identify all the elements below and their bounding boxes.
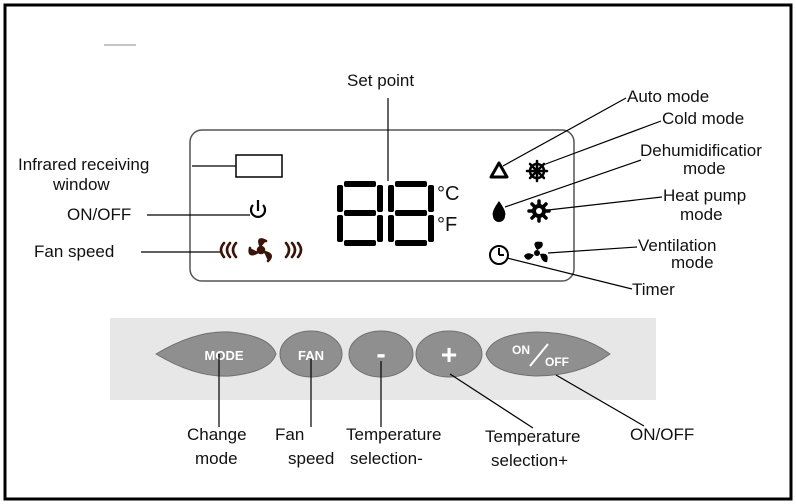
onoff-button[interactable]: ON OFF: [485, 331, 611, 377]
label-set-point: Set point: [347, 71, 415, 90]
label-change-mode-line2: mode: [195, 449, 238, 468]
fan-speed-icon: [219, 238, 303, 263]
label-fan-speed: Fan speed: [34, 242, 115, 261]
label-heat-pump-line1: Heat pump: [663, 186, 747, 205]
label-onoff-button: ON/OFF: [630, 425, 695, 444]
leader-temp-plus: [449, 373, 534, 429]
label-infrared-line2: window: [53, 175, 110, 194]
mode-button-label: MODE: [205, 348, 244, 363]
label-infrared-line1: Infrared receiving: [18, 155, 150, 174]
outer-frame: [3, 3, 793, 501]
label-change-mode-line1: Change: [187, 425, 247, 444]
digit-1: [337, 181, 383, 246]
label-temp-plus-line1: Temperature: [485, 427, 581, 446]
label-timer: Timer: [632, 280, 675, 299]
leader-ventilation: [547, 246, 638, 254]
label-heat-pump-line2: mode: [680, 205, 723, 224]
onoff-button-on-label: ON: [512, 343, 530, 357]
leader-lines: [141, 97, 663, 429]
leader-auto-mode: [502, 97, 627, 167]
label-auto-mode: Auto mode: [627, 87, 710, 106]
unit-fahrenheit: °F: [437, 214, 458, 236]
label-fan-button-line1: Fan: [275, 425, 305, 444]
label-temp-minus-line2: selection-: [350, 449, 423, 468]
timer-icon: [489, 245, 509, 265]
onoff-button-slash: [529, 343, 549, 367]
auto-mode-icon: [489, 161, 509, 179]
mode-button[interactable]: MODE: [155, 331, 277, 377]
label-onoff-display: ON/OFF: [67, 205, 132, 224]
leader-heat-pump: [547, 196, 663, 211]
leader-timer: [506, 257, 633, 290]
heat-pump-mode-icon: [527, 199, 551, 223]
ventilation-mode-icon: [524, 241, 548, 263]
label-fan-button-line2: speed: [288, 449, 335, 468]
digit-2: [388, 181, 434, 246]
temperature-minus-label: -: [376, 338, 385, 369]
label-ventilation-line2: mode: [671, 253, 714, 272]
label-dehumidification-line1: Dehumidificatior: [640, 141, 762, 160]
power-icon: [249, 200, 267, 218]
dehumidification-mode-icon: [492, 201, 506, 222]
fan-button-label: FAN: [298, 348, 324, 363]
onoff-button-off-label: OFF: [545, 355, 569, 369]
leader-dehumidification: [504, 159, 642, 208]
label-temp-minus-line1: Temperature: [346, 425, 442, 444]
unit-celsius: °C: [437, 183, 460, 205]
leader-onoff-button: [555, 374, 645, 427]
label-ventilation-line1: Ventilation: [638, 236, 717, 255]
label-cold-mode: Cold mode: [662, 109, 745, 128]
fan-button[interactable]: FAN: [279, 330, 343, 378]
label-temp-plus-line2: selection+: [491, 451, 569, 470]
temperature-plus-button[interactable]: +: [415, 330, 483, 378]
infrared-window: [235, 154, 283, 178]
temperature-plus-label: +: [441, 339, 457, 370]
leader-cold-mode: [542, 120, 662, 166]
label-dehumidification-line2: mode: [683, 159, 726, 178]
cold-mode-icon: [525, 159, 549, 183]
